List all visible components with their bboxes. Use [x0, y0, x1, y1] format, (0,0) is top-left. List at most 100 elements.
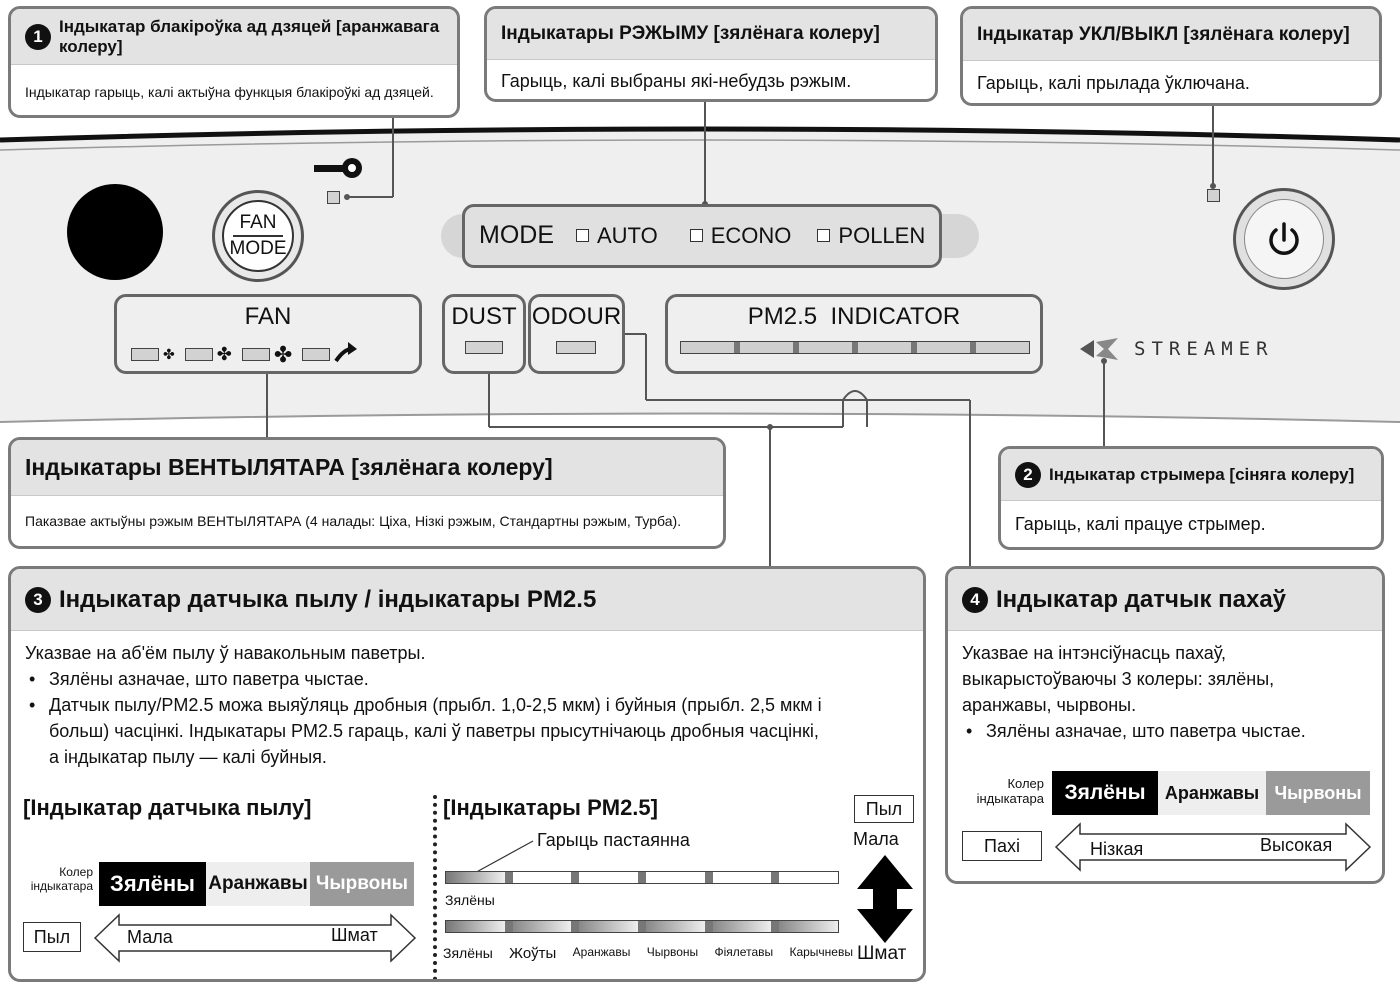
- mode-callout-title: Індыкатары РЭЖЫМУ [зялёнага колеру]: [487, 9, 935, 60]
- mode-indicator-group: MODE AUTO ECONO POLLEN: [462, 204, 942, 268]
- child-lock-led: [327, 191, 340, 204]
- pm-row2-bar: [445, 920, 839, 933]
- pm25-led-bar: [680, 341, 1030, 354]
- streamer-logo: STREAMER: [1078, 336, 1274, 362]
- pm-note-pointer: [470, 840, 534, 876]
- mode-callout-text: Гарыць, калі выбраны які-небудзь рэжым.: [501, 71, 852, 91]
- streamer-callout-title: Індыкатар стрымера [сіняга колеру]: [1049, 464, 1355, 484]
- fan-mode-button[interactable]: FAN MODE: [212, 190, 304, 282]
- streamer-icon: [1080, 338, 1118, 360]
- fan-label: FAN: [244, 303, 292, 330]
- mode-econo-led: [689, 229, 703, 242]
- odour-scale-arrow: [1054, 822, 1372, 872]
- pm-color-green: Зялёны: [443, 945, 493, 961]
- dust-orange-cell: Аранжавы: [206, 862, 310, 906]
- child-lock-text: Індыкатар гарыць, калі актыўна функцыя б…: [25, 84, 434, 100]
- power-icon: [1269, 222, 1299, 255]
- odour-scale-tag: Пахі: [962, 831, 1042, 861]
- dust-green-cell: Зялёны: [99, 862, 206, 906]
- odour-orange-cell: Аранжавы: [1158, 771, 1266, 815]
- fan-mode-line2: MODE: [229, 238, 287, 259]
- odour-indicator-group: ODOUR: [528, 294, 625, 374]
- pm25-indicator-group: PM2.5 INDICATOR: [665, 294, 1043, 374]
- pm-row1-label: Зялёны: [445, 892, 495, 908]
- power-button[interactable]: [1233, 188, 1335, 290]
- fan-quiet-icon: ✤: [163, 346, 175, 362]
- pm-double-arrow: [857, 855, 913, 943]
- dust-red-cell: Чырвоны: [310, 862, 414, 906]
- odour-green-cell: Зялёны: [1052, 771, 1158, 815]
- fan-quiet-led: [131, 348, 159, 361]
- pm-color-red: Чырвоны: [646, 945, 699, 959]
- dust-scale-color-label: Колер індыкатара: [30, 865, 93, 893]
- odour-label: ODOUR: [531, 303, 622, 330]
- mode-auto-led: [576, 229, 589, 242]
- pm-row1-bar: [445, 871, 839, 884]
- odour-scale-high: Высокая: [1260, 835, 1333, 855]
- odour-led: [556, 341, 596, 354]
- fan-low-led: [184, 348, 213, 361]
- dust-scale-low: Мала: [127, 927, 173, 947]
- fan-callout-text: Паказвае актыўны рэжым ВЕНТЫЛЯТАРА (4 на…: [25, 513, 682, 529]
- callout-number-4: 4: [962, 586, 988, 613]
- child-lock-title: Індыкатар блакіроўка ад дзяцей [аранжава…: [59, 16, 440, 56]
- fan-indicator-group: FAN ✤ ✤ ✤: [114, 294, 422, 374]
- odour-red-cell: Чырвоны: [1266, 771, 1370, 815]
- dust-callout-intro: Указвае на аб'ём пылу ў навакольным паве…: [25, 643, 426, 663]
- dust-callout-title: Індыкатар датчыка пылу / індыкатары PM2.…: [59, 585, 597, 613]
- dust-indicator-group: DUST: [442, 294, 526, 374]
- mode-pollen-label: POLLEN: [838, 222, 926, 248]
- dust-scale-title: [Індыкатар датчыка пылу]: [23, 795, 312, 820]
- dust-scale-arrow: [93, 913, 417, 963]
- sensor-circle: [67, 184, 163, 280]
- fan-turbo-led: [302, 348, 331, 361]
- dust-led: [465, 341, 503, 354]
- callout-number-3: 3: [25, 586, 51, 613]
- mode-econo-label: ECONO: [710, 222, 792, 248]
- dust-bullet-2: Датчык пылу/PM2.5 можа выяўляць дробныя …: [29, 692, 827, 770]
- fan-turbo-icon: [334, 341, 358, 368]
- power-callout: Індыкатар УКЛ/ВЫКЛ [зялёнага колеру] Гар…: [960, 6, 1382, 106]
- streamer-text: STREAMER: [1134, 338, 1274, 360]
- mode-label: MODE: [479, 221, 554, 249]
- fan-mode-line1: FAN: [239, 212, 277, 233]
- streamer-callout-text: Гарыць, калі працуе стрымер.: [1015, 514, 1266, 534]
- pm-scale-tag: Пыл: [854, 795, 914, 823]
- odour-scale-color-label: Колер індыкатара: [976, 776, 1044, 806]
- dust-bullet-1: Зялёны азначае, што паветра чыстае.: [29, 666, 827, 692]
- odour-scale-low: Нізкая: [1090, 839, 1144, 859]
- pm-scale-low: Мала: [853, 829, 899, 849]
- dust-label: DUST: [451, 303, 517, 330]
- child-lock-callout: 1 Індыкатар блакіроўка ад дзяцей [аранжа…: [8, 6, 460, 118]
- odour-callout-intro: Указвае на інтэнсіўнасць пахаў, выкарыст…: [962, 643, 1275, 715]
- pm-scale-note: Гарыць пастаянна: [537, 830, 690, 850]
- odour-bullet-1: Зялёны азначае, што паветра чыстае.: [966, 718, 1344, 744]
- pm25-label: PM2.5 INDICATOR: [747, 303, 961, 330]
- fan-callout-title: Індыкатары ВЕНТЫЛЯТАРА [зялёнага колеру]: [11, 440, 723, 496]
- mode-auto-label: AUTO: [597, 222, 658, 248]
- pm-scale-high: Шмат: [857, 943, 907, 964]
- pm-color-orange: Аранжавы: [572, 945, 631, 959]
- pm-color-purple: Фіялетавы: [714, 945, 774, 959]
- power-callout-text: Гарыць, калі прылада ўключана.: [977, 73, 1250, 93]
- dust-callout: 3 Індыкатар датчыка пылу / індыкатары PM…: [8, 566, 926, 982]
- power-callout-title: Індыкатар УКЛ/ВЫКЛ [зялёнага колеру]: [963, 9, 1379, 61]
- dust-scale-tag: Пыл: [23, 922, 81, 952]
- fan-low-icon: ✤: [216, 344, 232, 364]
- odour-callout: 4 Індыкатар датчык пахаў Указвае на інтэ…: [945, 566, 1385, 884]
- power-led: [1207, 189, 1220, 202]
- scale-divider: [433, 795, 437, 979]
- fan-callout: Індыкатары ВЕНТЫЛЯТАРА [зялёнага колеру]…: [8, 437, 726, 549]
- pm-color-yellow: Жоўты: [509, 945, 557, 962]
- dust-scale-high: Шмат: [331, 925, 378, 945]
- fan-standard-led: [241, 348, 270, 361]
- mode-callout: Індыкатары РЭЖЫМУ [зялёнага колеру] Гары…: [484, 6, 938, 102]
- mode-pollen-led: [817, 229, 831, 242]
- pm-scale-title: [Індыкатары PM2.5]: [443, 795, 658, 820]
- callout-number-2: 2: [1015, 461, 1041, 488]
- callout-number-1: 1: [25, 23, 51, 50]
- key-icon: [312, 156, 364, 185]
- pm-color-brown: Карычневы: [789, 945, 853, 959]
- odour-callout-title: Індыкатар датчык пахаў: [996, 585, 1287, 613]
- streamer-callout: 2 Індыкатар стрымера [сіняга колеру] Гар…: [998, 446, 1384, 550]
